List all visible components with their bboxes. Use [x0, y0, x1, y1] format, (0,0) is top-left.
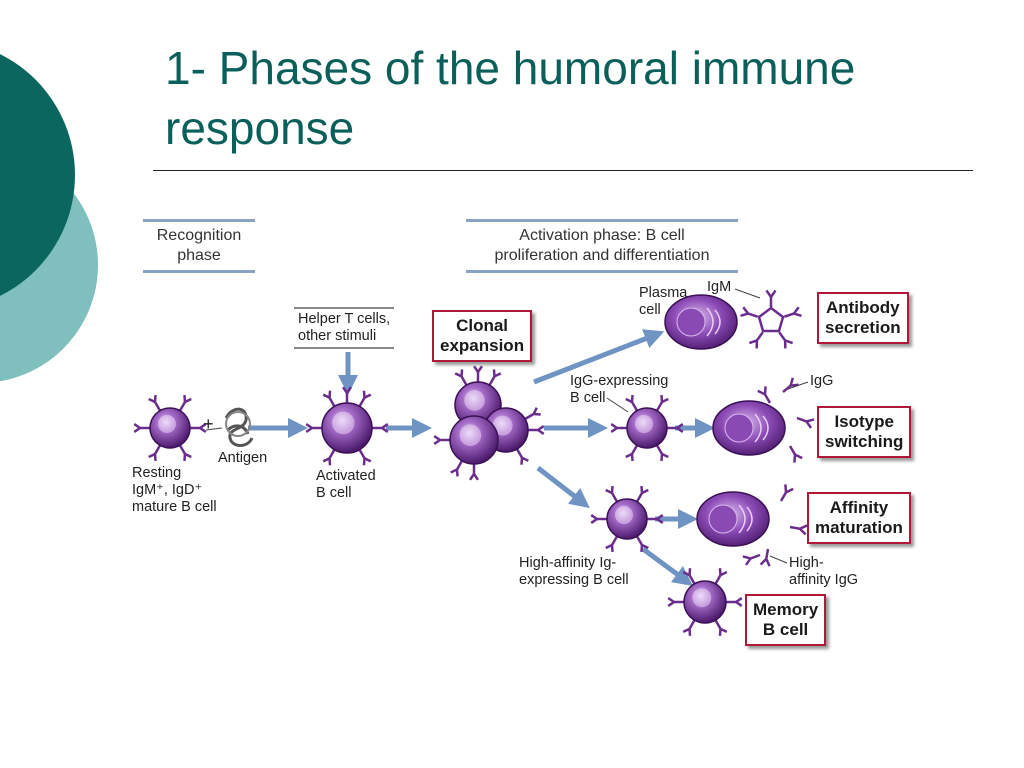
antigen-icon — [224, 407, 254, 447]
igg-expressing-b-cell — [610, 394, 684, 462]
memory-b-cell-box: Memory B cell — [745, 594, 827, 646]
high-affinity-b-cell-label: High-affinity Ig- expressing B cell — [519, 555, 629, 588]
high-affinity-igg-leader-line — [769, 555, 788, 564]
arrow-to-high-affinity-b-cell — [536, 466, 590, 509]
slide-title: 1- Phases of the humoral immune response — [165, 42, 856, 154]
activated-b-cell-label: Activated B cell — [316, 468, 376, 501]
igg-b-cell-leader-line — [606, 397, 629, 413]
igg-leader-line — [787, 381, 809, 390]
plasma-cell-igg — [712, 400, 786, 456]
isotype-switching-box: Isotype switching — [817, 406, 912, 458]
dark-teal-circle — [0, 54, 75, 296]
arrow-to-plasma-cell — [533, 329, 665, 385]
high-affinity-b-cell — [590, 485, 664, 553]
antibody-secretion-box: Antibody secretion — [817, 292, 909, 344]
clonal-cell-3 — [433, 415, 499, 481]
high-affinity-igg-label: High- affinity IgG — [789, 555, 859, 588]
plus-sign: + — [203, 414, 214, 434]
arrow-to-memory-b-cell — [641, 546, 694, 586]
affinity-maturation-box: Affinity maturation — [807, 492, 911, 544]
igg-antibodies-icon — [757, 377, 815, 463]
decorative-circles — [0, 54, 98, 382]
antigen-label: Antigen — [218, 450, 268, 466]
igg-label: IgG — [810, 373, 834, 389]
igm-pentamer-icon — [740, 289, 802, 349]
igm-label: IgM — [707, 279, 732, 295]
clonal-expansion-box: Clonal expansion — [432, 310, 533, 362]
plus-connector — [205, 427, 223, 431]
plasma-cell-high-affinity — [696, 491, 770, 547]
igg-expressing-b-cell-label: IgG-expressing B cell — [570, 373, 669, 406]
title-divider — [153, 170, 973, 171]
recognition-phase-header: Recognition phase — [143, 219, 255, 273]
activated-b-cell — [305, 386, 389, 466]
memory-b-cell — [667, 568, 743, 636]
igm-leader-line — [734, 288, 761, 299]
resting-b-cell — [133, 394, 207, 462]
high-affinity-igg-icon — [742, 484, 808, 567]
helper-t-cells-label: Helper T cells, other stimuli — [294, 307, 395, 349]
activation-phase-header: Activation phase: B cell proliferation a… — [466, 219, 738, 273]
plasma-cell-label: Plasma cell — [639, 285, 688, 318]
resting-b-cell-label: Resting IgM⁺, IgD⁺ mature B cell — [132, 465, 217, 515]
plasma-cell-igm — [664, 294, 738, 350]
